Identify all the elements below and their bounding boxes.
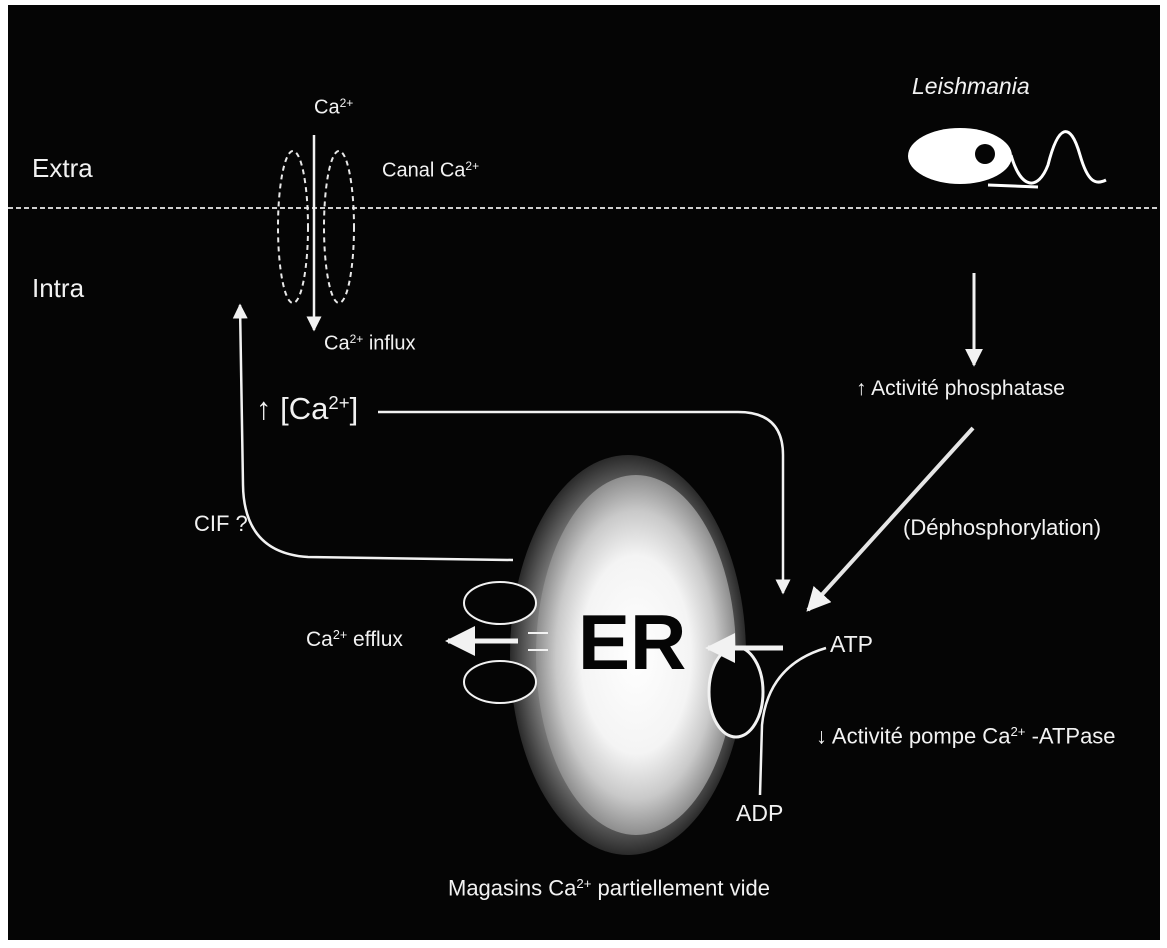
efflux-label: Ca2+ efflux — [306, 629, 403, 650]
pump-activity-label: ↓ Activité pompe Ca2+ -ATPase — [816, 725, 1116, 747]
leishmania-label: Leishmania — [912, 75, 1030, 98]
atp-label: ATP — [830, 633, 873, 656]
leishmania-icon — [908, 128, 1106, 187]
stores-label: Magasins Ca2+ partiellement vide — [448, 877, 770, 899]
cif-label: CIF ? — [194, 513, 248, 535]
diagram-graphics — [8, 5, 1160, 940]
phosphatase-label: ↑ Activité phosphatase — [856, 378, 1065, 399]
atp-adp-curve — [760, 648, 826, 795]
dephosphorylation-label: (Déphosphorylation) — [903, 517, 1101, 539]
influx-label: Ca2+ influx — [324, 333, 416, 354]
calcium-channel — [278, 135, 354, 330]
channel-ion-label: Ca2+ — [314, 97, 353, 118]
intra-label: Intra — [32, 275, 84, 301]
diagram-panel: Extra Intra Ca2+ Canal Ca2+ Ca2+ influx … — [8, 5, 1160, 940]
calcium-pump — [709, 647, 763, 737]
channel-label: Canal Ca2+ — [382, 160, 479, 181]
extra-label: Extra — [32, 155, 93, 181]
adp-label: ADP — [736, 802, 783, 825]
er-label: ER — [578, 603, 686, 681]
cytosolic-calcium-label: ↑ [Ca2+] — [256, 393, 358, 424]
